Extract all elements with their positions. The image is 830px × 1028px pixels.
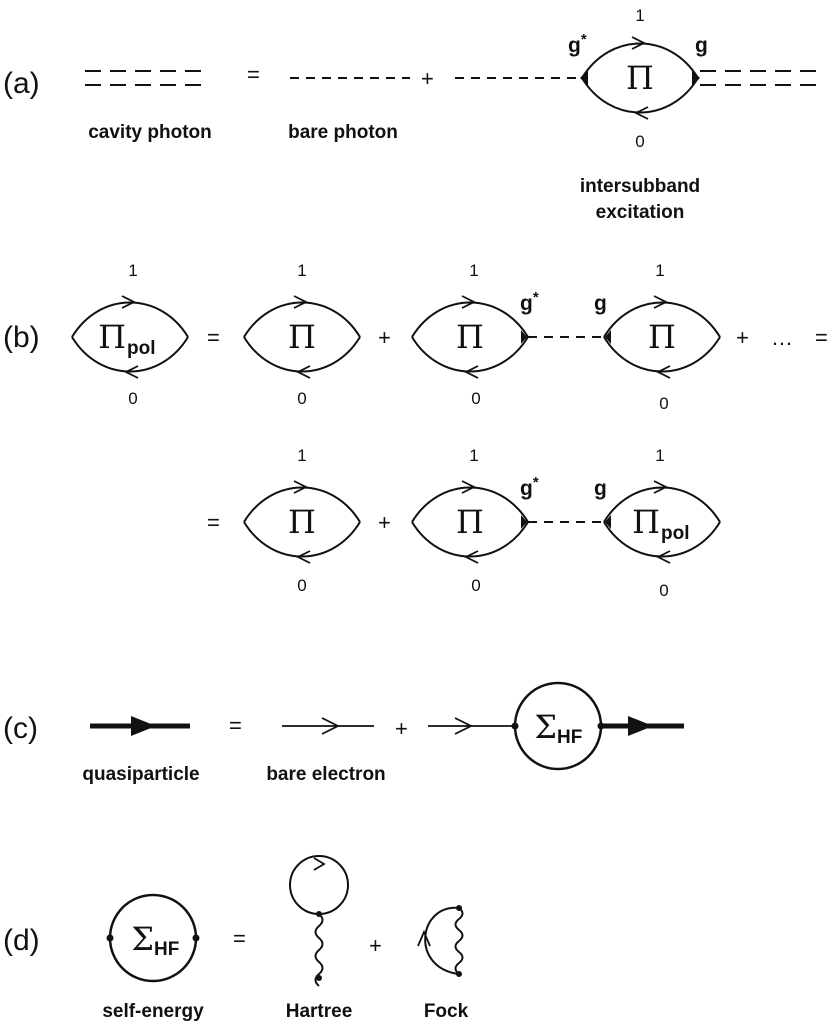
- vertex-c-left: [511, 722, 519, 730]
- ellipsis: …: [771, 325, 793, 350]
- pi-pol-subscript: pol: [127, 338, 156, 359]
- plus-c: +: [395, 716, 408, 741]
- panel-d: (d) Σ HF self-energy = Hartree + Fock: [3, 855, 469, 1022]
- index-top: 1: [635, 6, 644, 25]
- index-top-b7: 1: [655, 446, 664, 465]
- sigma-symbol-c: Σ: [534, 708, 557, 746]
- hartree-diagram: [289, 855, 349, 987]
- pi-pol-symbol: Π: [98, 318, 126, 356]
- plus-b3: +: [378, 510, 391, 535]
- coupling-g-star-b2: g*: [520, 474, 539, 500]
- panel-c-label: (c): [3, 712, 38, 745]
- pi-pol-sub-b7: pol: [661, 523, 690, 544]
- index-top-b4: 1: [655, 261, 664, 280]
- outgoing-quasiparticle-arrow: [628, 716, 653, 736]
- index-top-b3: 1: [469, 261, 478, 280]
- bare-electron-caption: bare electron: [266, 764, 385, 785]
- plus-sign: +: [421, 66, 434, 91]
- sigma-subscript-d: HF: [154, 939, 179, 960]
- pi-b4: Π: [648, 318, 676, 356]
- index-top-b1: 1: [128, 261, 137, 280]
- pi-pol-b7: Π: [632, 503, 660, 541]
- plus-d: +: [369, 933, 382, 958]
- vertex-b-left: [521, 330, 527, 344]
- sigma-symbol-d: Σ: [131, 920, 154, 958]
- hartree-caption: Hartree: [286, 1001, 353, 1022]
- coupling-g-b2: g: [594, 477, 607, 500]
- index-bottom-b4: 0: [659, 394, 668, 413]
- coupling-g: g: [695, 34, 708, 57]
- bare-electron-arrow: [321, 717, 341, 735]
- pi-b2: Π: [288, 318, 316, 356]
- vertex-b-right: [605, 330, 611, 344]
- bare-photon-caption: bare photon: [288, 122, 398, 143]
- equals-b1: =: [207, 325, 220, 350]
- quasiparticle-arrow: [131, 716, 156, 736]
- excitation-caption-1: intersubband: [580, 176, 700, 197]
- vertex-d-right: [192, 934, 200, 942]
- coupling-g-star-b1: g*: [520, 289, 539, 315]
- vertex-left: [580, 70, 588, 86]
- pi-b6: Π: [456, 503, 484, 541]
- index-top-b6: 1: [469, 446, 478, 465]
- cavity-photon-line: [85, 70, 210, 86]
- equals-b2: =: [815, 325, 828, 350]
- equals-d: =: [233, 926, 246, 951]
- coupling-g-b1: g: [594, 292, 607, 315]
- incoming-electron-arrow: [454, 717, 474, 735]
- self-energy-caption: self-energy: [102, 1001, 204, 1022]
- excitation-caption-2: excitation: [596, 202, 685, 223]
- fock-caption: Fock: [424, 1001, 469, 1022]
- equals-sign: =: [247, 62, 260, 87]
- cavity-photon-caption: cavity photon: [88, 122, 212, 143]
- index-top-b2: 1: [297, 261, 306, 280]
- outgoing-cavity-line: [700, 70, 820, 86]
- index-bottom-b6: 0: [471, 576, 480, 595]
- pi-b3: Π: [456, 318, 484, 356]
- pi-symbol: Π: [626, 59, 654, 97]
- index-bottom-b7: 0: [659, 581, 668, 600]
- bubble-pol-b7: [603, 480, 721, 564]
- plus-b2: +: [736, 325, 749, 350]
- fock-diagram: [417, 905, 464, 977]
- vertex-right: [692, 70, 700, 86]
- sigma-subscript-c: HF: [557, 727, 582, 748]
- panel-d-label: (d): [3, 924, 40, 957]
- equals-c: =: [229, 713, 242, 738]
- index-bottom-b1: 0: [128, 389, 137, 408]
- vertex-b-left-2: [521, 515, 527, 529]
- index-bottom-b5: 0: [297, 576, 306, 595]
- panel-b-label: (b): [3, 321, 40, 354]
- vertex-b-right-2: [605, 515, 611, 529]
- equals-b3: =: [207, 510, 220, 535]
- index-top-b5: 1: [297, 446, 306, 465]
- panel-a: (a) cavity photon = bare photon + Π 1 0 …: [3, 6, 820, 223]
- vertex-d-left: [106, 934, 114, 942]
- panel-c: (c) quasiparticle = bare electron + Σ HF: [3, 681, 684, 785]
- coupling-g-star: g*: [568, 31, 587, 57]
- index-bottom-b2: 0: [297, 389, 306, 408]
- index-bottom: 0: [635, 132, 644, 151]
- plus-b1: +: [378, 325, 391, 350]
- panel-b: (b) Π pol 1 0 = Π 1 0 + Π 1 0 g* g Π 1 0…: [3, 261, 828, 600]
- quasiparticle-caption: quasiparticle: [82, 764, 199, 785]
- index-bottom-b3: 0: [471, 389, 480, 408]
- bubble-pol-lhs: [71, 295, 189, 379]
- self-energy-circle: [513, 681, 603, 771]
- pi-b5: Π: [288, 503, 316, 541]
- panel-a-label: (a): [3, 67, 40, 100]
